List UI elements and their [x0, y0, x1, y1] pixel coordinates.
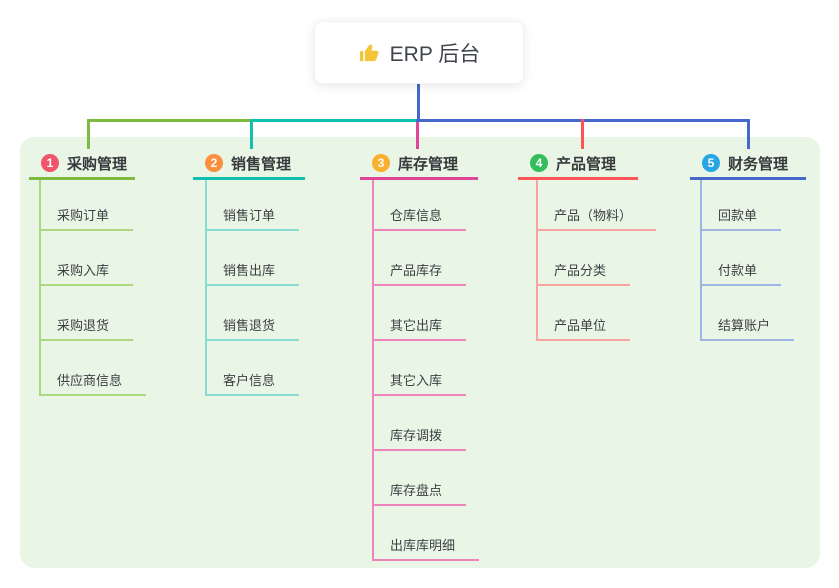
child-node[interactable]: 库存盘点: [372, 478, 467, 506]
branch-trunk-line-2: [205, 180, 207, 396]
child-node[interactable]: 仓库信息: [372, 203, 467, 231]
child-node[interactable]: 其它出库: [372, 313, 467, 341]
child-node[interactable]: 回款单: [700, 203, 782, 231]
branch-header-5[interactable]: 5 财务管理: [690, 149, 806, 180]
branches-panel: [20, 137, 820, 568]
child-node[interactable]: 销售订单: [205, 203, 300, 231]
child-node[interactable]: 产品（物料）: [536, 203, 657, 231]
child-node[interactable]: 出库库明细: [372, 533, 480, 561]
branch-header-1[interactable]: 1 采购管理: [29, 149, 135, 180]
branch-label: 产品管理: [556, 155, 617, 173]
branch-drop-line-5: [747, 119, 750, 149]
child-node[interactable]: 供应商信息: [39, 368, 147, 396]
child-node[interactable]: 产品库存: [372, 258, 467, 286]
child-node[interactable]: 付款单: [700, 258, 782, 286]
branch-number-badge: 1: [41, 154, 59, 172]
branch-trunk-line-3: [372, 180, 374, 561]
child-node[interactable]: 采购订单: [39, 203, 134, 231]
child-node[interactable]: 客户信息: [205, 368, 300, 396]
child-node[interactable]: 产品分类: [536, 258, 631, 286]
branch-trunk-line-5: [700, 180, 702, 341]
branch-header-3[interactable]: 3 库存管理: [360, 149, 478, 180]
branch-number-badge: 4: [530, 154, 548, 172]
branch-number-badge: 5: [702, 154, 720, 172]
child-node[interactable]: 产品单位: [536, 313, 631, 341]
branch-trunk-line-1: [39, 180, 41, 396]
branch-drop-line-1: [87, 119, 90, 149]
child-node[interactable]: 其它入库: [372, 368, 467, 396]
branch-label: 库存管理: [398, 155, 459, 173]
branch-header-4[interactable]: 4 产品管理: [518, 149, 638, 180]
branch-label: 销售管理: [231, 155, 292, 173]
child-node[interactable]: 结算账户: [700, 313, 795, 341]
connector-segment-1: [87, 119, 250, 122]
branch-trunk-line-4: [536, 180, 538, 341]
child-node[interactable]: 采购退货: [39, 313, 134, 341]
connector-segment-2: [250, 119, 416, 122]
child-node[interactable]: 销售出库: [205, 258, 300, 286]
child-node[interactable]: 采购入库: [39, 258, 134, 286]
child-node[interactable]: 库存调拨: [372, 423, 467, 451]
branch-number-badge: 3: [372, 154, 390, 172]
thumbs-up-icon: [358, 41, 381, 64]
child-node[interactable]: 销售退货: [205, 313, 300, 341]
branch-label: 财务管理: [728, 155, 789, 173]
root-node[interactable]: ERP 后台: [314, 21, 524, 84]
root-connector-line: [417, 84, 420, 119]
branch-number-badge: 2: [205, 154, 223, 172]
branch-drop-line-4: [581, 119, 584, 149]
branch-header-2[interactable]: 2 销售管理: [193, 149, 305, 180]
root-label: ERP 后台: [389, 42, 481, 66]
branch-drop-line-3: [416, 122, 419, 149]
branch-drop-line-2: [250, 119, 253, 149]
branch-label: 采购管理: [67, 155, 128, 173]
